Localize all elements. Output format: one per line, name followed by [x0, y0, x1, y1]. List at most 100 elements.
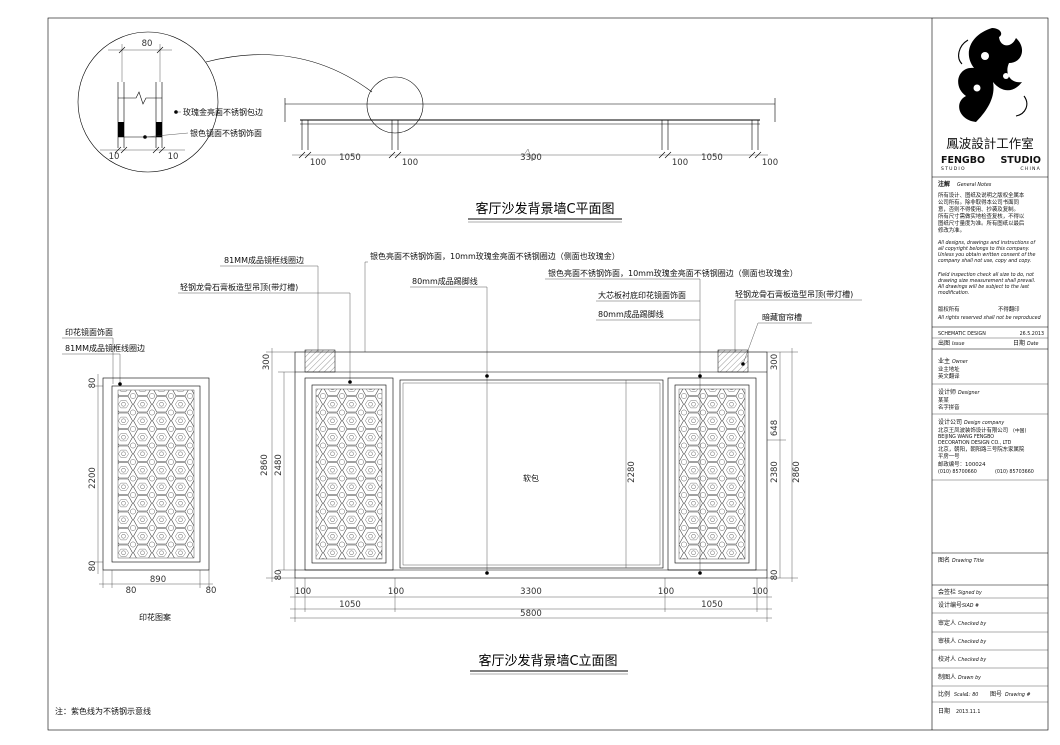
detail-callout: 80 玫瑰金亮面不锈钢包边 银色镜面不锈钢饰面 10 10 [77, 31, 373, 173]
date-cn: 日期 [1013, 339, 1025, 347]
pattern-dim-w-right: 80 [206, 586, 217, 596]
row-cn: 审核人 [938, 637, 956, 645]
field-en-line: All drawings will be subject to the last [937, 284, 1030, 290]
notes-label-cn: 注解 [938, 180, 950, 188]
elevation-right-pattern-panel [678, 388, 746, 560]
company-en: Design company [964, 420, 1004, 426]
elevation-dim-right-bottom: 80 [770, 570, 780, 581]
title-block: 鳳波設計工作室 FENGBO STUDIO STUDIO CHINA 注解 Ge… [932, 28, 1048, 715]
copyright-cn: 版权所有 [938, 305, 960, 313]
company-line: 平房一号 [938, 452, 960, 460]
drawing-title-en: Drawing Title [952, 558, 984, 564]
field-en-line: Field inspection check all size to do, n… [938, 272, 1035, 278]
plan-dim: 1050 [339, 153, 361, 163]
sheet-frame [47, 17, 1049, 731]
detail-dim-right: 10 [168, 152, 179, 162]
plan-dim: 100 [402, 158, 418, 168]
elevation-dim-right-mid: 648 [770, 420, 780, 436]
copyright-en: All rights reserved shall not be reprodu… [937, 315, 1042, 321]
elevation-dim-left-top: 300 [262, 354, 272, 370]
company-line: DECORATION DESIGN CO., LTD [938, 440, 1012, 446]
notes-en-line: company shall not use, copy and copy. [938, 258, 1031, 264]
elevation-dim-left-wall: 2480 [274, 454, 284, 476]
elevation-dim-bottom: 100 [752, 587, 768, 597]
pattern-label-frame: 81MM成品镜框线圈边 [65, 343, 145, 353]
elevation-label-steel-1: 银色亮面不锈钢饰面，10mm玫瑰金亮面不锈钢圈边（侧面也玫瑰金） [370, 251, 620, 261]
notes-cn-line: 公司所有。除非取得本公司书面同 [938, 198, 1019, 206]
company-line: 北京，朝阳，朝阳路三号院东家属院 [938, 445, 1025, 453]
printed-pattern [117, 389, 195, 559]
company-line: BEIJING WANG FENGBO [938, 434, 994, 440]
row-en: Checked by [958, 639, 986, 645]
pattern-dim-bottom: 80 [88, 561, 98, 572]
plan-view: 100 1050 100 3300 100 1050 100 客厅沙发背景墙C平… [284, 76, 778, 223]
elevation-label-skirting-2: 80mm成品踢脚线 [598, 309, 664, 319]
pattern-dim-w-left: 80 [126, 586, 137, 596]
designer-cn: 设计师 [938, 388, 956, 396]
elevation-dim-right-top: 300 [770, 354, 780, 370]
elevation-left-pattern-panel [315, 388, 383, 560]
scale-value: 1: 80 [966, 692, 978, 698]
elevation-dim-total: 5800 [520, 609, 542, 619]
elevation-dim-bottom: 1050 [701, 600, 723, 610]
row-en: Checked by [958, 657, 986, 663]
elevation-label-ceiling-left: 轻钢龙骨石膏板造型吊顶(带灯槽) [180, 282, 298, 292]
issue-en: Issue [952, 341, 964, 347]
elevation-dim-bottom: 100 [295, 587, 311, 597]
drawing-title-cn: 图名 [938, 556, 950, 564]
date-row-cn: 日期 [938, 707, 950, 715]
plan-dim: 3300 [520, 153, 542, 163]
soft-pack-panel [399, 379, 664, 569]
elevation-label-curtain: 暗藏窗帘槽 [762, 312, 802, 322]
drawing-note: 注：紫色线为不锈钢示意线 [55, 706, 151, 716]
notes-label-en: General Notes [957, 182, 992, 188]
owner-translation: 英文翻译 [938, 372, 960, 380]
elevation-dim-right-total: 2860 [792, 461, 802, 483]
company-name: 北京王凤波装饰设计有限公司 [938, 426, 1008, 434]
elevation-dim-left-bottom: 80 [274, 570, 284, 581]
issue-cn: 出图 [938, 339, 950, 347]
elevation-dim-right-wall: 2380 [770, 461, 780, 483]
row-cn: 审定人 [938, 619, 956, 627]
drawing-no-en: Drawing # [1005, 692, 1031, 698]
elevation-dim-bottom: 1050 [339, 600, 361, 610]
plan-title: 客厅沙发背景墙C平面图 [475, 201, 614, 217]
designer-name: 某某 [938, 397, 949, 404]
brand-sub-left: STUDIO [941, 166, 966, 172]
brand-right: STUDIO [1000, 155, 1041, 166]
company-phone: (010) 85703660 [995, 469, 1034, 475]
logo-icon [958, 28, 1028, 122]
designer-pinyin: 名字拼音 [938, 403, 960, 411]
phase-date: 26.5.2013 [1020, 331, 1044, 337]
owner-en: Owner [952, 359, 969, 365]
brand-sub-right: CHINA [1020, 166, 1041, 172]
row-cn: 设计编号 [938, 601, 962, 609]
plan-dim: 1050 [701, 153, 723, 163]
plan-dim: 100 [310, 158, 326, 168]
designer-en: Designer [958, 390, 981, 396]
pattern-label-mirror: 印花镜面饰面 [65, 327, 113, 337]
detail-dim-left: 10 [109, 152, 120, 162]
notes-cn-line: 意，否则不得使用、抄袭及复制。 [938, 205, 1019, 213]
owner-cn: 业主 [938, 357, 950, 365]
row-cn: 制图人 [938, 673, 956, 681]
date-en: Date [1027, 341, 1039, 347]
field-en-line: modification. [938, 290, 969, 296]
company-country: (中国) [1013, 427, 1026, 434]
row-en: Signed by [958, 590, 982, 596]
elevation-dim-bottom: 3300 [520, 587, 542, 597]
elevation-label-mirror-panel: 大芯板衬底印花镜面饰面 [598, 290, 686, 300]
elevation-dim-left-total: 2860 [260, 454, 270, 476]
scale-cn: 比例 [938, 690, 950, 698]
pattern-panel-detail: 印花镜面饰面 81MM成品镜框线圈边 80 2200 80 80 890 80 … [62, 327, 216, 622]
scale-en: Scale [954, 692, 967, 698]
elevation-view: 81MM成品镜框线圈边 轻钢龙骨石膏板造型吊顶(带灯槽) 银色亮面不锈钢饰面，1… [178, 251, 862, 675]
notes-en-line: All designs, drawings and instructions o… [937, 240, 1036, 246]
elevation-dim-middle: 2280 [627, 461, 637, 483]
notes-cn-line: 所有尺寸需做实地检查复核，不得以 [938, 212, 1025, 220]
company-line: 邮政编号：100024 [938, 460, 986, 468]
drawing-no-cn: 图号 [990, 691, 1002, 698]
elevation-label-steel-2: 银色亮面不锈钢饰面，10mm玫瑰金亮面不锈钢圈边（侧面也玫瑰金） [548, 268, 798, 278]
pattern-dim-width: 890 [150, 575, 166, 585]
